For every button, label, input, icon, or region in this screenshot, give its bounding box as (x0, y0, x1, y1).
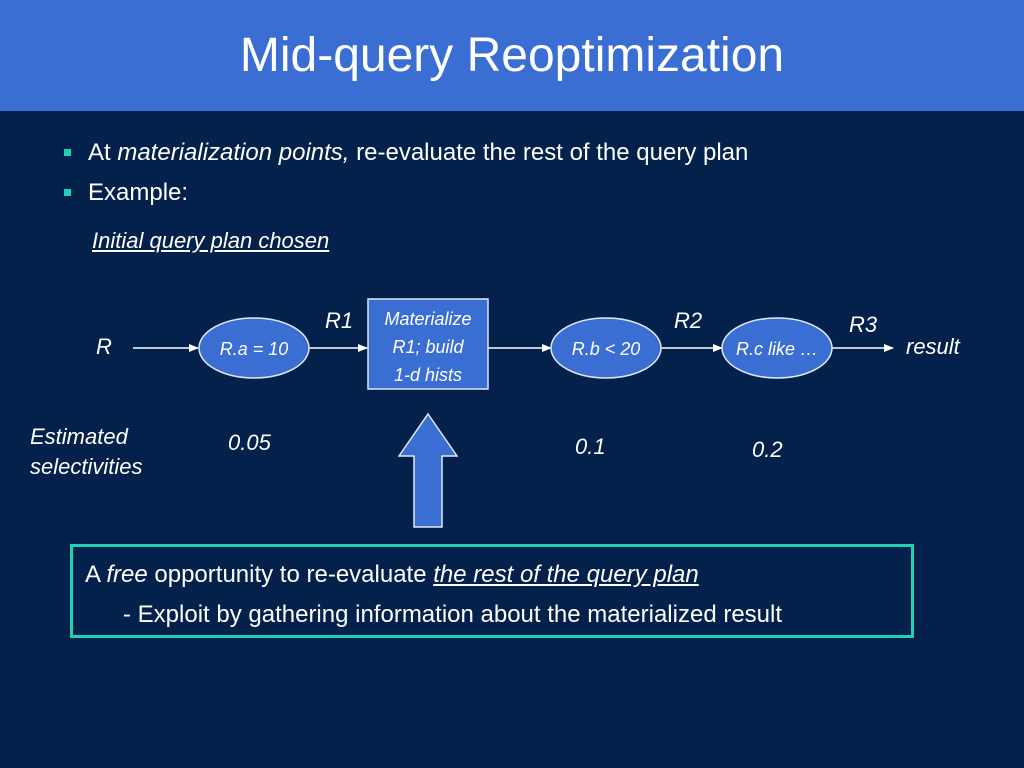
edge-label-r2: R2 (674, 308, 702, 333)
materialize-node-line-1: Materialize (384, 309, 471, 329)
selectivity-value-1: 0.05 (228, 430, 272, 455)
materialize-node (367, 298, 489, 390)
selectivity-value-2: 0.1 (575, 434, 606, 459)
result-label: result (906, 334, 961, 359)
select-node-r-a (198, 317, 310, 379)
bullet-text: Example: (88, 179, 189, 206)
select-node-r-b-label: R.b < 20 (572, 339, 641, 359)
callout-line-2: - Exploit by gathering information about… (123, 601, 783, 628)
plan-label: Initial query plan chosen (92, 228, 330, 253)
materialize-node-line-2: R1; build (392, 337, 464, 357)
selectivity-heading-line-1: Estimated (30, 424, 129, 449)
bullet-text: At materialization points, re-evaluate t… (88, 139, 749, 166)
callout-line-1: A free opportunity to re-evaluate the re… (85, 561, 699, 588)
select-node-r-c (721, 317, 833, 379)
select-node-r-c-label: R.c like … (736, 339, 818, 359)
input-relation-label: R (96, 334, 112, 359)
up-arrow-icon (397, 412, 459, 528)
select-node-r-b (550, 317, 662, 379)
bullet-square-icon (64, 149, 71, 156)
callout-box: A free opportunity to re-evaluate the re… (70, 544, 914, 638)
title-bar: Mid-query Reoptimization (0, 0, 1024, 111)
select-node-r-a-label: R.a = 10 (220, 339, 289, 359)
slide-title: Mid-query Reoptimization (239, 29, 785, 82)
edge-label-r1: R1 (325, 308, 353, 333)
bullet-square-icon (64, 189, 71, 196)
selectivity-value-3: 0.2 (752, 437, 783, 462)
materialize-node-line-3: 1-d hists (394, 365, 462, 385)
selectivity-heading-line-2: selectivities (30, 454, 142, 479)
edge-label-r3: R3 (849, 312, 878, 337)
